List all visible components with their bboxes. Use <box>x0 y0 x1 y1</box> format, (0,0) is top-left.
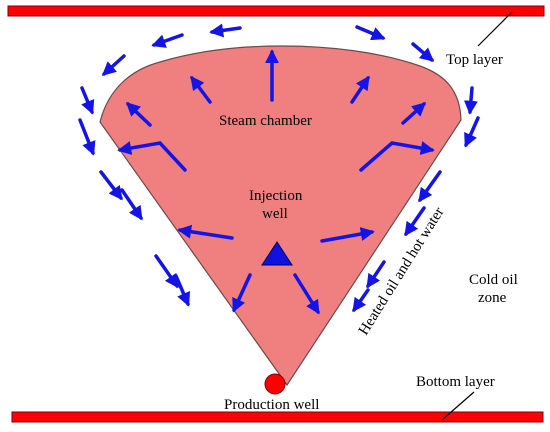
injection-well-label-line2: well <box>262 206 288 222</box>
cold-oil-label-line1: Cold oil <box>469 272 518 288</box>
top-layer-bar <box>7 5 545 17</box>
steam-arrow <box>359 141 435 172</box>
steam-arrow <box>401 102 427 125</box>
steam-chamber-label: Steam chamber <box>219 113 312 129</box>
flow-arrow <box>120 188 143 221</box>
top-layer-label: Top layer <box>446 52 503 68</box>
steam-arrow <box>350 75 370 104</box>
triangle-icon <box>261 241 293 266</box>
flow-arrow <box>209 23 242 38</box>
flow-arrow <box>411 42 435 62</box>
bottom-layer-bar <box>11 411 544 423</box>
steam-arrow <box>320 227 375 243</box>
flow-arrow <box>355 25 386 41</box>
steam-arrows <box>117 49 435 315</box>
top-layer-leader <box>477 11 513 47</box>
steam-arrow <box>232 273 252 313</box>
steam-arrow <box>125 102 152 127</box>
flow-arrow <box>174 274 191 307</box>
flow-arrow <box>366 260 386 289</box>
steam-chamber <box>99 45 462 387</box>
cold-oil-label-line2: zone <box>478 290 507 306</box>
flow-arrow <box>151 33 184 48</box>
steam-arrow <box>177 224 234 240</box>
flow-arrow <box>101 54 126 76</box>
flow-arrow <box>154 254 179 289</box>
steam-arrow <box>190 75 212 104</box>
flow-arrow <box>404 206 426 237</box>
flow-arrows <box>78 23 480 313</box>
production-well-label: Production well <box>224 397 319 413</box>
flow-arrow <box>463 86 478 115</box>
bottom-layer-label: Bottom layer <box>416 374 495 390</box>
steam-arrow <box>117 141 187 172</box>
circle-icon <box>264 373 286 395</box>
flow-arrow <box>418 170 442 203</box>
flow-arrow <box>80 86 95 115</box>
injection-well-label-line1: Injection <box>249 188 303 204</box>
steam-arrow <box>293 273 320 315</box>
flow-arrow <box>352 288 370 313</box>
flow-arrow <box>78 118 96 156</box>
bottom-layer-leader <box>441 391 475 421</box>
flow-arrow <box>99 170 123 201</box>
flow-arrow <box>464 116 480 148</box>
